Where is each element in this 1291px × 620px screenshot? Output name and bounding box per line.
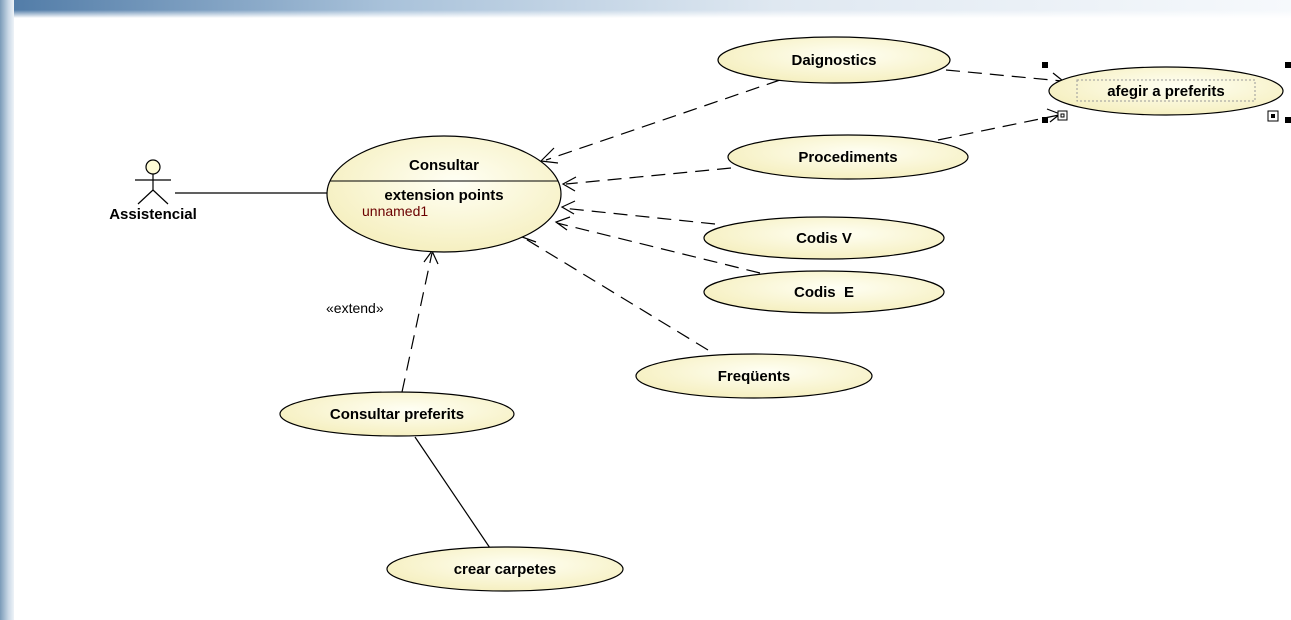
use-case-consultar-preferits-label: Consultar preferits bbox=[330, 406, 464, 423]
use-case-codis-v[interactable]: Codis V bbox=[703, 216, 945, 260]
dependency-codise-consultar[interactable] bbox=[556, 222, 761, 274]
dependency-procediments-consultar[interactable] bbox=[565, 167, 732, 185]
selection-handle-bottom-right[interactable] bbox=[1285, 117, 1291, 123]
extend-label: «extend» bbox=[326, 300, 384, 316]
use-case-daignostics-label: Daignostics bbox=[791, 52, 876, 69]
use-case-afegir-a-preferits-label: afegir a preferits bbox=[1107, 83, 1225, 100]
use-case-procediments-label: Procediments bbox=[798, 149, 897, 166]
arrowhead bbox=[539, 147, 559, 164]
use-case-daignostics[interactable]: Daignostics bbox=[717, 36, 951, 84]
dependency-daignostics-consultar[interactable] bbox=[545, 79, 781, 161]
use-case-codis-e-label: Codis E bbox=[794, 284, 854, 301]
association-preferits-carpetes[interactable] bbox=[414, 436, 491, 549]
extend-preferits-consultar[interactable] bbox=[401, 252, 433, 393]
use-case-procediments[interactable]: Procediments bbox=[727, 134, 969, 180]
window-frame-top bbox=[0, 0, 1291, 18]
dependency-procediments-afegir[interactable] bbox=[937, 114, 1060, 141]
use-case-frequents[interactable]: Freqüents bbox=[635, 353, 873, 399]
use-case-afegir-a-preferits[interactable]: afegir a preferits bbox=[1048, 66, 1284, 116]
window-frame-left bbox=[0, 0, 14, 620]
selection-handle-top-right[interactable] bbox=[1285, 62, 1291, 68]
selection-handles[interactable] bbox=[1042, 62, 1291, 123]
use-case-consultar[interactable]: Consultar extension points unnamed1 bbox=[326, 135, 562, 253]
use-case-codis-v-label: Codis V bbox=[796, 230, 852, 247]
arrowhead bbox=[561, 176, 577, 192]
actor-stick-figure-icon[interactable] bbox=[135, 159, 171, 205]
selection-handle-bottom-left[interactable] bbox=[1042, 117, 1048, 123]
use-case-consultar-label: Consultar bbox=[409, 157, 479, 174]
use-case-consultar-preferits[interactable]: Consultar preferits bbox=[279, 391, 515, 437]
arrowhead bbox=[560, 200, 576, 215]
actor-name-label: Assistencial bbox=[109, 206, 197, 223]
dependency-daignostics-afegir[interactable] bbox=[945, 69, 1063, 82]
dependency-codisv-consultar[interactable] bbox=[561, 207, 716, 225]
extension-point-unnamed1[interactable]: unnamed1 bbox=[362, 203, 428, 219]
resize-corner-icon[interactable] bbox=[1267, 110, 1279, 122]
use-case-codis-e[interactable]: Codis E bbox=[703, 270, 945, 314]
use-case-frequents-label: Freqüents bbox=[718, 368, 791, 385]
inline-edit-box[interactable] bbox=[1076, 79, 1256, 102]
selection-handle-top-left[interactable] bbox=[1042, 62, 1048, 68]
dependency-frequents-consultar[interactable] bbox=[523, 237, 709, 351]
arrowhead bbox=[554, 216, 571, 231]
connector-anchor-icon[interactable] bbox=[1057, 110, 1068, 121]
extension-points-title: extension points bbox=[384, 187, 503, 204]
use-case-crear-carpetes-label: crear carpetes bbox=[454, 561, 557, 578]
use-case-crear-carpetes[interactable]: crear carpetes bbox=[386, 546, 624, 592]
